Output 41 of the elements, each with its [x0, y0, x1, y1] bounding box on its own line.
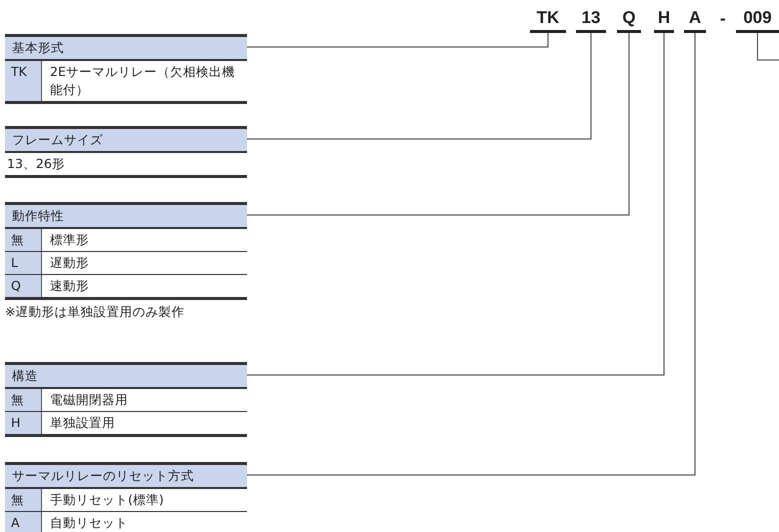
description-cell-text: 電磁開閉器用 [49, 391, 129, 409]
code-segment: 009 [736, 6, 779, 33]
code-cell: H [5, 412, 42, 434]
leader-line [757, 32, 779, 60]
code-cell: L [5, 252, 42, 274]
leader-line [246, 32, 548, 48]
code-segment: A [684, 6, 706, 33]
table-header: 基本形式 [5, 37, 247, 60]
code-segment: H [654, 6, 674, 33]
code-cell: 無 [5, 389, 42, 411]
description-cell-text: 標準形 [49, 231, 90, 249]
spec-table [5, 34, 247, 104]
description-cell-text: 手動リセット(標準) [49, 491, 165, 509]
description-cell-text: 2Eサーマルリレー（欠相検出機能付） [49, 63, 236, 99]
code-segment: Q [617, 6, 641, 33]
leader-line [246, 32, 592, 140]
code-cell: 無 [5, 229, 42, 251]
description-cell-text: 遅動形 [49, 254, 90, 272]
spec-table [5, 462, 247, 532]
code-cell: Q [5, 275, 42, 297]
table-header: フレームサイズ [5, 129, 247, 152]
leader-line [246, 32, 664, 376]
description-cell-text: 速動形 [49, 277, 90, 295]
code-segment: TK [530, 6, 566, 33]
leader-line [246, 32, 696, 476]
description-cell-text: 単独設置用 [49, 414, 116, 432]
separator-text: - [720, 9, 726, 29]
table-header: 動作特性 [5, 205, 247, 228]
code-cell: 無 [5, 489, 42, 511]
table-header: サーマルリレーのリセット方式 [5, 465, 247, 488]
spec-table [5, 126, 247, 178]
code-cell: TK [5, 61, 42, 101]
description-cell-text: 自動リセット [49, 514, 129, 532]
code-cell: A [5, 512, 42, 532]
description-cell-text: 13、26形 [6, 155, 66, 173]
leader-line [246, 32, 630, 216]
code-segment: 13 [576, 6, 606, 33]
spec-table [5, 202, 247, 300]
footnote: ※遅動形は単独設置用のみ製作 [5, 304, 184, 321]
spec-table [5, 362, 247, 437]
table-header: 構造 [5, 365, 247, 388]
